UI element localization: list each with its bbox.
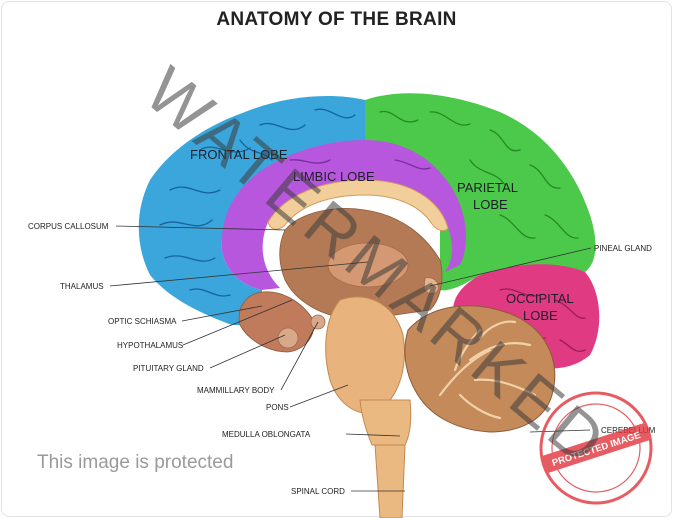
optic-chiasma-label: OPTIC SCHIASMA xyxy=(108,317,177,326)
stamp-banner xyxy=(540,422,652,474)
cerebellum-group xyxy=(404,305,556,433)
gyri-lines xyxy=(159,108,586,352)
cerebellum-shape xyxy=(404,305,556,433)
medulla-shape xyxy=(359,399,412,446)
leader-lines xyxy=(109,225,592,492)
parietal-lobe-label-line1: PARIETAL xyxy=(457,180,518,195)
optic-chiasma-leader xyxy=(181,305,263,322)
corpus-callosum-leader xyxy=(115,225,286,231)
cerebellum-leader xyxy=(529,429,591,433)
pituitary-shape xyxy=(277,327,299,349)
protected-notice: This image is protected xyxy=(37,452,234,473)
pineal-label: PINEAL GLAND xyxy=(594,244,652,253)
thalamus-shape xyxy=(327,242,409,288)
medulla-label: MEDULLA OBLONGATA xyxy=(222,430,311,439)
medulla-leader xyxy=(345,433,401,437)
mammillary-label: MAMMILLARY BODY xyxy=(197,386,275,395)
pituitary-leader xyxy=(209,334,286,369)
frontal-lobe xyxy=(138,96,365,325)
parietal-lobe xyxy=(365,93,596,291)
hypothalamus-leader xyxy=(182,299,293,346)
pons-label: PONS xyxy=(266,403,289,412)
occipital-lobe xyxy=(453,264,600,369)
arbor-vitae xyxy=(438,320,537,420)
corpus-callosum-label: CORPUS CALLOSUM xyxy=(28,222,109,231)
pons-leader xyxy=(289,384,349,408)
limbic-lobe-label: LIMBIC LOBE xyxy=(293,169,375,184)
spinal-cord-label: SPINAL CORD xyxy=(291,487,345,496)
corpus-callosum xyxy=(267,179,449,232)
frontal-lobe-label: FRONTAL LOBE xyxy=(190,147,288,162)
pituitary-label: PITUITARY GLAND xyxy=(133,364,204,373)
hypothalamus-label: HYPOTHALAMUS xyxy=(117,341,183,350)
brain-lobes xyxy=(138,93,600,369)
pineal-leader xyxy=(429,247,592,287)
mammillary-leader xyxy=(280,321,319,391)
brainstem xyxy=(325,296,412,518)
occipital-lobe-label-line1: OCCIPITAL xyxy=(506,291,574,306)
pons-shape xyxy=(325,296,405,414)
thalamus-leader xyxy=(109,261,369,287)
limbic-lobe xyxy=(221,140,466,290)
thalamus-label: THALAMUS xyxy=(60,282,104,291)
spinal-cord-shape xyxy=(374,444,406,518)
diagram-title: ANATOMY OF THE BRAIN xyxy=(216,9,457,30)
parietal-lobe-label-line2: LOBE xyxy=(473,197,508,212)
occipital-lobe-label-line2: LOBE xyxy=(523,308,558,323)
